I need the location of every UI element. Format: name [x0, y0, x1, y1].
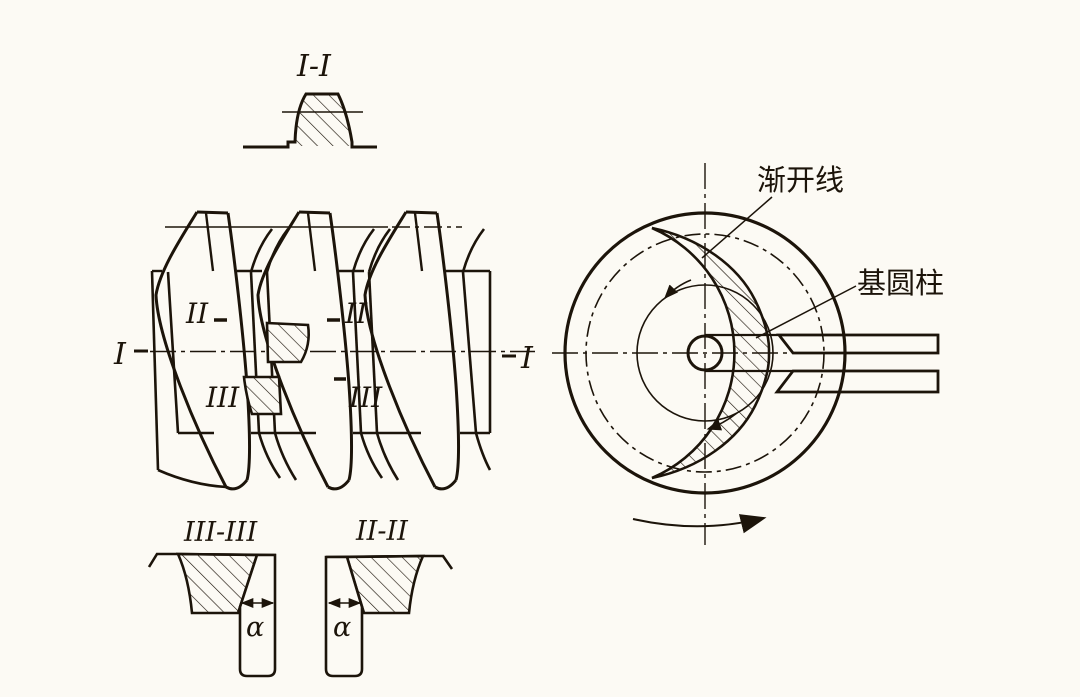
alpha-label-left: α — [246, 612, 264, 643]
section-iii-title: III-III — [183, 517, 258, 548]
involute-leader-line — [701, 196, 773, 259]
section-ii-label-left: II — [185, 297, 209, 330]
involute-label: 渐开线 — [757, 163, 844, 197]
iii-ledge — [147, 552, 178, 568]
worm-axial-view — [134, 210, 535, 491]
axis-label-left: I — [113, 337, 127, 372]
section-iii-label-left: III — [205, 381, 240, 414]
iii-hatch — [175, 552, 259, 615]
ii-ledge — [423, 554, 454, 570]
root-circle — [636, 284, 774, 422]
thread-lobe-1 — [154, 210, 252, 491]
section-iii-iii-view — [147, 552, 277, 678]
cutting-plane-marks — [134, 318, 516, 381]
ii-blade — [324, 555, 364, 678]
thread-lobe-3 — [363, 210, 461, 491]
iii-blade — [238, 553, 277, 678]
section-ii-title: II-II — [355, 516, 409, 547]
rotation-arrow — [632, 514, 767, 534]
tool-bar-bottom — [774, 369, 940, 394]
local-section-iii — [242, 375, 283, 416]
tool-bar-top — [776, 333, 940, 355]
base-cylinder-leader-line — [755, 285, 857, 339]
unroll-arrow-upper — [664, 279, 692, 300]
local-section-ii — [265, 321, 310, 364]
tooth-section-i-i — [243, 92, 377, 149]
tooth-outline — [243, 92, 377, 149]
section-ii-label-right: II — [344, 297, 368, 330]
ii-hatch — [345, 554, 426, 615]
base-cylinder-circle — [686, 334, 724, 372]
worm-left-end — [150, 270, 227, 489]
axis-label-right: I — [520, 341, 534, 376]
unroll-arrow-lower — [706, 412, 738, 431]
base-cylinder-label: 基圆柱 — [857, 266, 944, 300]
section-iii-label-right: III — [348, 381, 383, 414]
section-i-title: I-I — [296, 49, 332, 84]
section-ii-ii-view — [324, 554, 454, 678]
tooth-hatch — [295, 94, 352, 146]
involute-section — [651, 226, 771, 480]
end-view — [552, 163, 940, 545]
tip-circle — [563, 211, 847, 495]
alpha-label-right: α — [333, 612, 351, 643]
pitch-circle — [585, 233, 825, 473]
